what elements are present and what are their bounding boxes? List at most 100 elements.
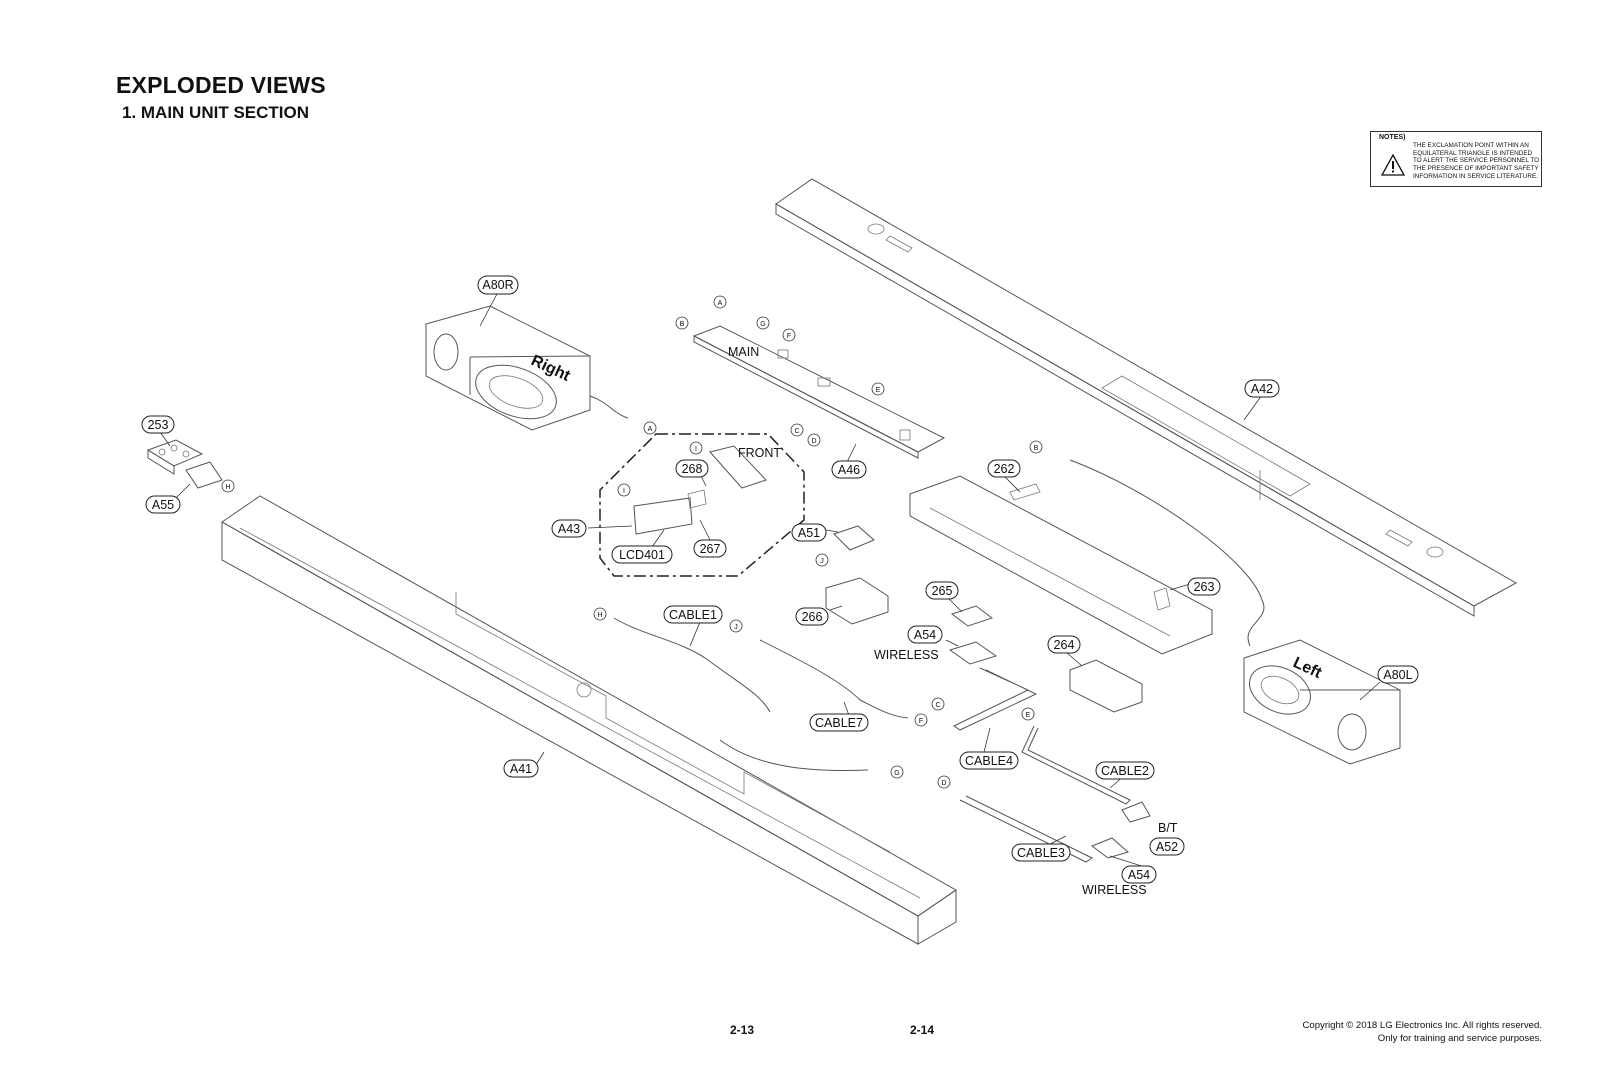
connector-f-cable: F bbox=[914, 713, 928, 727]
svg-text:264: 264 bbox=[1054, 638, 1075, 652]
svg-text:A42: A42 bbox=[1251, 382, 1273, 396]
svg-text:D: D bbox=[941, 780, 946, 787]
connector-i-lcd: I bbox=[617, 483, 631, 497]
connector-e-board: E bbox=[871, 382, 885, 396]
callout-a54-bottom: A54 bbox=[1121, 865, 1157, 884]
svg-text:A: A bbox=[718, 300, 723, 307]
front-housing-a41 bbox=[221, 495, 957, 945]
cable-cable3 bbox=[959, 795, 1093, 863]
callout-lcd401: LCD401 bbox=[611, 545, 673, 564]
svg-text:A52: A52 bbox=[1156, 840, 1178, 854]
main-board-label: MAIN bbox=[728, 345, 759, 359]
connector-h-cable: H bbox=[593, 607, 607, 621]
safety-notes-box: NOTES) THE EXCLAMATION POINT WITHIN AN E… bbox=[1370, 131, 1542, 187]
bracket-265 bbox=[950, 605, 994, 627]
section-title: 1. MAIN UNIT SECTION bbox=[122, 103, 310, 122]
callout-cable1: CABLE1 bbox=[663, 605, 723, 624]
svg-text:D: D bbox=[811, 438, 816, 445]
svg-text:H: H bbox=[225, 484, 230, 491]
svg-text:A46: A46 bbox=[838, 463, 860, 477]
chassis-bracket-262 bbox=[909, 475, 1213, 655]
callout-a42: A42 bbox=[1244, 379, 1280, 398]
connector-c-cable: C bbox=[931, 697, 945, 711]
callout-a80l: A80L bbox=[1377, 665, 1419, 684]
module-a51 bbox=[833, 525, 875, 551]
connector-g-cable: G bbox=[890, 765, 904, 779]
svg-text:J: J bbox=[820, 558, 824, 565]
svg-text:CABLE1: CABLE1 bbox=[669, 608, 717, 622]
copyright-text: Copyright © 2018 LG Electronics Inc. All… bbox=[1302, 1020, 1542, 1031]
cable-cable4 bbox=[952, 667, 1038, 731]
svg-text:G: G bbox=[894, 770, 899, 777]
svg-text:CABLE3: CABLE3 bbox=[1017, 846, 1065, 860]
leader-lines bbox=[159, 291, 1381, 869]
callout-266: 266 bbox=[795, 607, 829, 626]
callout-a41: A41 bbox=[503, 759, 539, 778]
callout-265: 265 bbox=[925, 581, 959, 600]
page-number-left: 2-13 bbox=[730, 1023, 755, 1037]
svg-text:J: J bbox=[734, 624, 738, 631]
svg-text:E: E bbox=[1026, 712, 1031, 719]
connector-f-board: F bbox=[782, 328, 796, 342]
callout-267: 267 bbox=[693, 539, 727, 558]
svg-text:268: 268 bbox=[682, 462, 703, 476]
cable-cable7 bbox=[719, 639, 909, 772]
svg-text:F: F bbox=[919, 718, 923, 725]
connector-d-board: D bbox=[807, 433, 821, 447]
svg-text:B: B bbox=[1034, 445, 1039, 452]
connector-j-cable: J bbox=[729, 619, 743, 633]
callout-a46: A46 bbox=[831, 460, 867, 479]
callout-cable4: CABLE4 bbox=[959, 751, 1019, 770]
callout-cable7: CABLE7 bbox=[809, 713, 869, 732]
page-number-right: 2-14 bbox=[910, 1023, 935, 1037]
svg-text:CABLE7: CABLE7 bbox=[815, 716, 863, 730]
notes-heading: NOTES) bbox=[1379, 134, 1406, 141]
connector-b-board: B bbox=[675, 316, 689, 330]
callout-cable2: CABLE2 bbox=[1095, 761, 1155, 780]
connector-b-cable: B bbox=[1029, 440, 1043, 454]
callout-262: 262 bbox=[987, 459, 1021, 478]
callout-cable3: CABLE3 bbox=[1011, 843, 1071, 862]
callout-264: 264 bbox=[1047, 635, 1081, 654]
callout-253: 253 bbox=[141, 415, 175, 434]
notes-text: THE EXCLAMATION POINT WITHIN AN EQUILATE… bbox=[1413, 142, 1540, 180]
svg-text:LCD401: LCD401 bbox=[619, 548, 665, 562]
connector-h-board: H bbox=[221, 479, 235, 493]
svg-text:I: I bbox=[623, 488, 625, 495]
copyright-block: Copyright © 2018 LG Electronics Inc. All… bbox=[1302, 1019, 1542, 1045]
callout-a43: A43 bbox=[551, 519, 587, 538]
svg-text:265: 265 bbox=[932, 584, 953, 598]
callout-a54-top: A54 bbox=[907, 625, 943, 644]
svg-text:A54: A54 bbox=[1128, 868, 1150, 882]
wireless-module-a54-top: WIRELESS bbox=[874, 641, 998, 665]
cable-cable2: B/T bbox=[1021, 725, 1178, 835]
svg-text:262: 262 bbox=[994, 462, 1015, 476]
front-panel-button-253 bbox=[146, 439, 204, 475]
front-display-group-a43: FRONT bbox=[599, 433, 805, 577]
callout-a51: A51 bbox=[791, 523, 827, 542]
speaker-right-a80r: Right bbox=[425, 305, 629, 431]
svg-text:A51: A51 bbox=[798, 526, 820, 540]
connector-e-cable: E bbox=[1021, 707, 1035, 721]
callout-a80r: A80R bbox=[477, 275, 519, 295]
callout-263: 263 bbox=[1187, 577, 1221, 596]
left-engraving: Left bbox=[1290, 654, 1324, 682]
svg-text:C: C bbox=[794, 428, 799, 435]
svg-text:C: C bbox=[935, 702, 940, 709]
svg-text:A80R: A80R bbox=[482, 278, 513, 292]
right-engraving: Right bbox=[528, 352, 573, 385]
svg-text:A41: A41 bbox=[510, 762, 532, 776]
svg-text:CABLE4: CABLE4 bbox=[965, 754, 1013, 768]
svg-text:253: 253 bbox=[148, 418, 169, 432]
connector-a-speaker: A bbox=[643, 421, 657, 435]
cable-cable1 bbox=[613, 617, 771, 713]
svg-text:F: F bbox=[787, 333, 791, 340]
connector-d-cable: D bbox=[937, 775, 951, 789]
front-board-label: FRONT bbox=[738, 446, 781, 460]
connector-c-board: C bbox=[790, 423, 804, 437]
connector-a-board: A bbox=[713, 295, 727, 309]
svg-text:CABLE2: CABLE2 bbox=[1101, 764, 1149, 778]
connector-g-board: G bbox=[756, 316, 770, 330]
svg-text:A80L: A80L bbox=[1383, 668, 1412, 682]
